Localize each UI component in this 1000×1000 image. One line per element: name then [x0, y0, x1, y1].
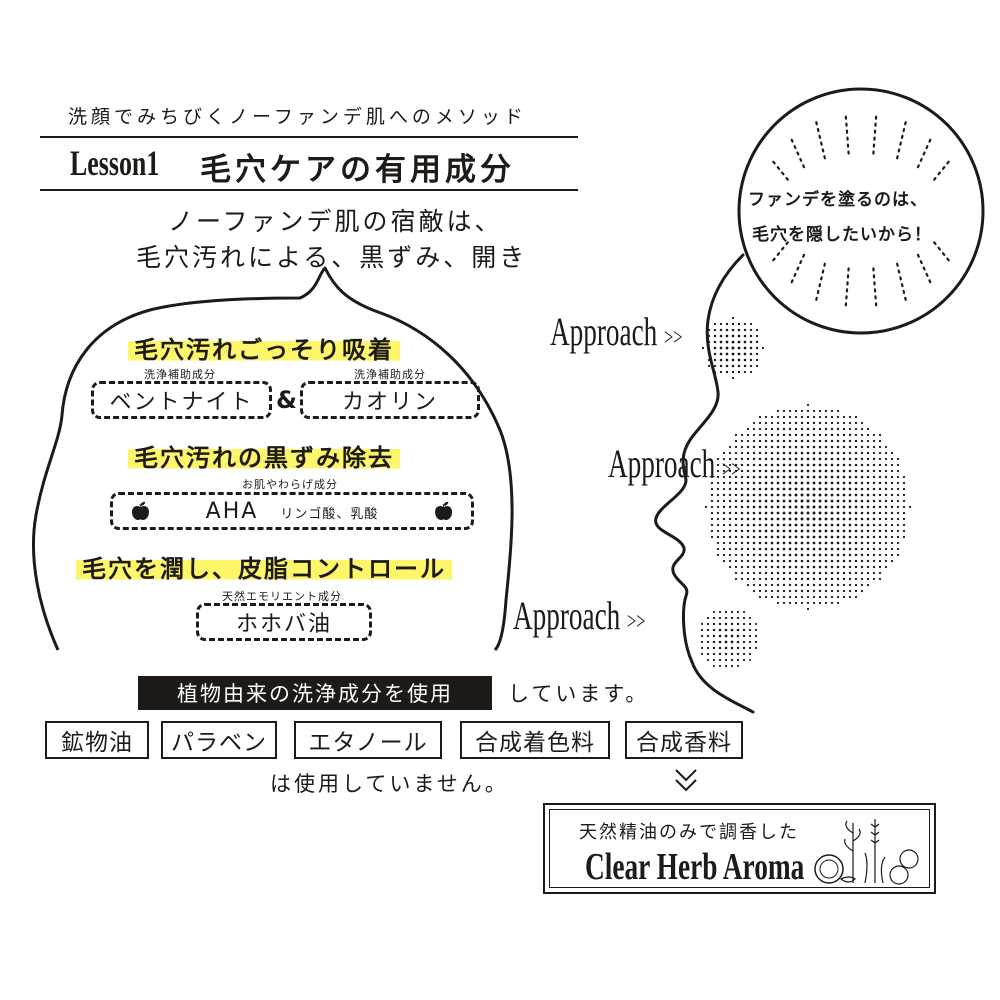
aroma-subtitle: 天然精油のみで調香した: [579, 822, 799, 843]
approach-label-2: Approach>>: [608, 441, 741, 486]
free-item-paraben: パラベン: [161, 721, 277, 759]
lead-line-2: 毛穴汚れによる、黒ずみ、開き: [136, 243, 528, 272]
lesson-label: Lesson1: [70, 143, 160, 183]
header-rule-bottom: [40, 189, 578, 191]
bentonite-tag: ベントナイト: [91, 381, 272, 419]
section2-heading: 毛穴汚れの黒ずみ除去: [128, 438, 400, 473]
jojoba-note: 天然エモリエント成分: [222, 590, 342, 603]
section1-heading: 毛穴汚れごっそり吸着: [128, 330, 400, 365]
herb-illustration-icon: [814, 819, 919, 885]
apple-icon: 🍎︎: [129, 500, 152, 522]
callout-line-1: ファンデを塗るのは、: [748, 190, 928, 210]
free-item-ethanol: エタノール: [294, 721, 442, 759]
aroma-box: 天然精油のみで調香した Clear Herb Aroma: [543, 803, 936, 894]
free-item-coloring: 合成着色料: [460, 721, 610, 759]
section3-heading: 毛穴を潤し、皮脂コントロール: [76, 549, 452, 584]
callout-line-2: 毛穴を隠したいから！: [752, 225, 932, 245]
plant-derived-label: 植物由来の洗浄成分を使用: [138, 676, 492, 710]
aroma-box-inner: [549, 809, 930, 888]
kaolin-tag: カオリン: [300, 381, 480, 419]
apple-icon: 🍎︎: [432, 500, 455, 522]
ampersand: &: [276, 386, 297, 414]
approach-label-3: Approach>>: [513, 593, 646, 638]
approach-label-1: Approach>>: [550, 309, 683, 354]
free-suffix: は使用していません。: [270, 772, 509, 796]
jojoba-tag: ホホバ油: [196, 603, 372, 641]
aha-note: お肌やわらげ成分: [242, 478, 338, 491]
page-title: 毛穴ケアの有用成分: [200, 152, 515, 188]
lead-line-1: ノーファンデ肌の宿敵は、: [168, 207, 503, 236]
free-item-mineral-oil: 鉱物油: [45, 721, 149, 759]
plant-derived-suffix: しています。: [508, 682, 650, 706]
kicker: 洗顔でみちびくノーファンデ肌へのメソッド: [68, 106, 527, 128]
ingredient-note-1: 洗浄補助成分: [144, 368, 216, 381]
free-item-fragrance: 合成香料: [625, 721, 743, 759]
header-rule-top: [40, 136, 578, 138]
ingredient-note-2: 洗浄補助成分: [354, 368, 426, 381]
aroma-title: Clear Herb Aroma: [585, 846, 805, 888]
